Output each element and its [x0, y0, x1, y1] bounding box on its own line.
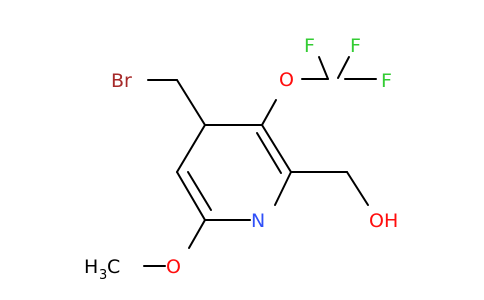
methyl-c-label: C	[107, 256, 120, 278]
bond-c4-ch2	[176, 79, 206, 126]
bond-c5-c4	[176, 124, 206, 173]
hydroxyl-label: OH	[369, 210, 398, 232]
bond-c3-c2	[261, 124, 292, 173]
bond-c6-o	[188, 219, 206, 249]
ocf3-oxygen-label: O	[279, 69, 294, 91]
bond-c2-n	[274, 171, 292, 206]
bond-c3-o	[261, 99, 277, 126]
bond-ch2-oh	[346, 171, 369, 206]
bond-cf3-f-top	[337, 56, 350, 79]
bond-c6-c5	[176, 171, 206, 221]
methoxy-oxygen-label: O	[166, 256, 181, 278]
bond-c2-c3-inner	[256, 132, 282, 174]
fluorine-right-label: F	[381, 70, 392, 92]
methyl-h-label: H	[84, 256, 98, 278]
methyl-subscript-label: 3	[99, 268, 107, 283]
fluorine-top-label: F	[350, 35, 361, 57]
bond-cf3-f-left	[318, 56, 329, 80]
bromine-label: Br	[111, 70, 132, 92]
nitrogen-label: N	[251, 210, 265, 232]
fluorine-left-label: F	[304, 35, 315, 57]
bond-c6-c5-inner	[187, 171, 212, 211]
